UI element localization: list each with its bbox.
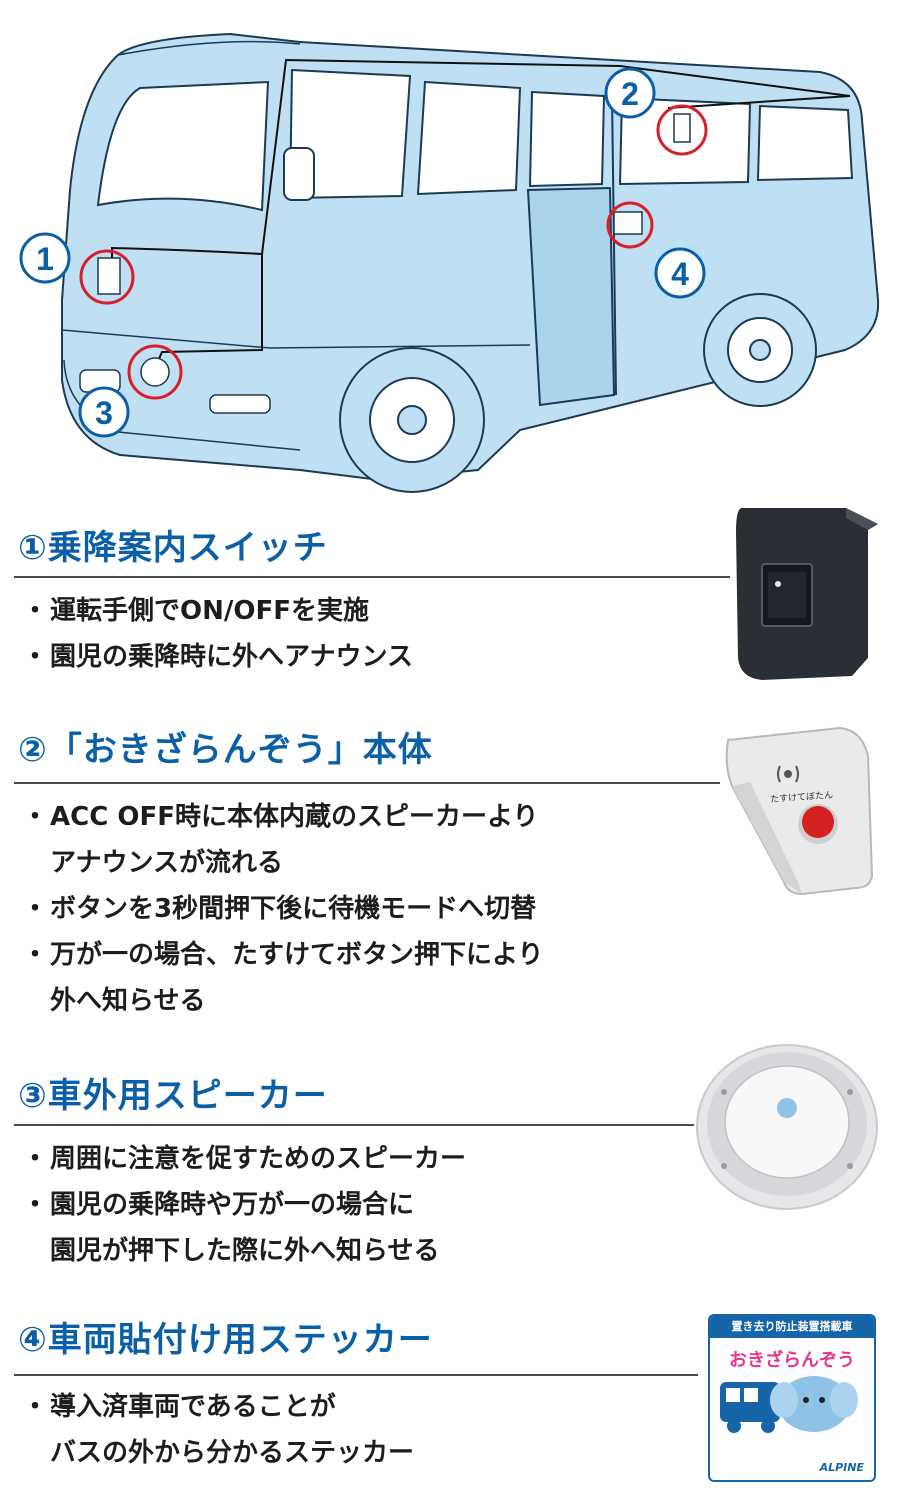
marker-1: 1: [19, 232, 71, 284]
section-title: ②「おきざらんぞう」本体: [18, 730, 433, 770]
bullet-continuation: バスの外から分かるステッカー: [50, 1438, 415, 1468]
svg-text:3: 3: [95, 395, 113, 431]
bullet-item: ・導入済車両であることが: [22, 1392, 336, 1422]
bullet-continuation: 外へ知らせる: [50, 986, 206, 1016]
bullet-item: ・周囲に注意を促すためのスピーカー: [22, 1144, 467, 1174]
divider: [14, 576, 730, 578]
svg-text:1: 1: [36, 241, 54, 277]
highlight-ring: [606, 201, 654, 249]
bus-drawing: 1 2 3 4: [19, 32, 880, 493]
divider: [14, 1124, 694, 1126]
marker-4: 4: [654, 247, 706, 299]
svg-text:2: 2: [621, 76, 639, 112]
sticker-illustration: [720, 1376, 858, 1433]
divider: [14, 1374, 698, 1376]
bullet-item: ・万が一の場合、たすけてボタン押下により: [22, 940, 544, 970]
highlight-ring: [127, 344, 183, 400]
switch-photo: [736, 508, 878, 680]
device-photo: たすけてぼたん: [722, 726, 880, 896]
speaker-photo: [696, 1044, 878, 1210]
highlight-ring: [79, 249, 135, 305]
sticker-header: 置き去り防止装置搭載車: [710, 1316, 874, 1338]
bullet-continuation: アナウンスが流れる: [50, 848, 283, 878]
section-boarding-switch: ①乗降案内スイッチ ・運転手側でON/OFFを実施 ・園児の乗降時に外へアナウン…: [0, 508, 900, 710]
section-title: ④車両貼付け用ステッカー: [18, 1320, 433, 1360]
elephant-icon: [778, 1376, 850, 1432]
section-external-speaker: ③車外用スピーカー ・周囲に注意を促すためのスピーカー ・園児の乗降時や万が一の…: [0, 1044, 900, 1288]
divider: [14, 782, 720, 784]
section-sticker: ④車両貼付け用ステッカー ・導入済車両であることが バスの外から分かるステッカー…: [0, 1312, 900, 1492]
section-title: ①乗降案内スイッチ: [18, 528, 328, 568]
bullet-item: ・園児の乗降時や万が一の場合に: [22, 1190, 415, 1220]
sticker-name: おきざらんぞう: [729, 1350, 855, 1371]
bullet-list: ・運転手側でON/OFFを実施 ・園児の乗降時に外へアナウンス: [22, 588, 413, 680]
bullet-list: ・ACC OFF時に本体内蔵のスピーカーより アナウンスが流れる ・ボタンを3秒…: [22, 794, 543, 1024]
bullet-item: ・ボタンを3秒間押下後に待機モードへ切替: [22, 894, 537, 924]
elephant-logo-icon: [777, 1098, 797, 1118]
bullet-item: ・運転手側でON/OFFを実施: [22, 596, 369, 626]
highlight-ring: [656, 104, 708, 156]
svg-text:4: 4: [671, 256, 689, 292]
section-main-unit: ②「おきざらんぞう」本体 ・ACC OFF時に本体内蔵のスピーカーより アナウン…: [0, 722, 900, 1032]
bullet-continuation: 園児が押下した際に外へ知らせる: [50, 1236, 440, 1266]
marker-2: 2: [604, 67, 656, 119]
marker-3: 3: [78, 386, 130, 438]
bullet-list: ・導入済車両であることが バスの外から分かるステッカー: [22, 1384, 414, 1476]
bus-illustration: 1 2 3 4: [0, 0, 900, 500]
bullet-item: ・園児の乗降時に外へアナウンス: [22, 642, 413, 672]
brand-logo: ALPINE: [819, 1461, 864, 1474]
section-title: ③車外用スピーカー: [18, 1076, 328, 1116]
bullet-item: ・ACC OFF時に本体内蔵のスピーカーより: [22, 802, 539, 832]
sticker-image: 置き去り防止装置搭載車 おきざらんぞう ALPINE: [708, 1314, 876, 1482]
bullet-list: ・周囲に注意を促すためのスピーカー ・園児の乗降時や万が一の場合に 園児が押下し…: [22, 1136, 466, 1274]
